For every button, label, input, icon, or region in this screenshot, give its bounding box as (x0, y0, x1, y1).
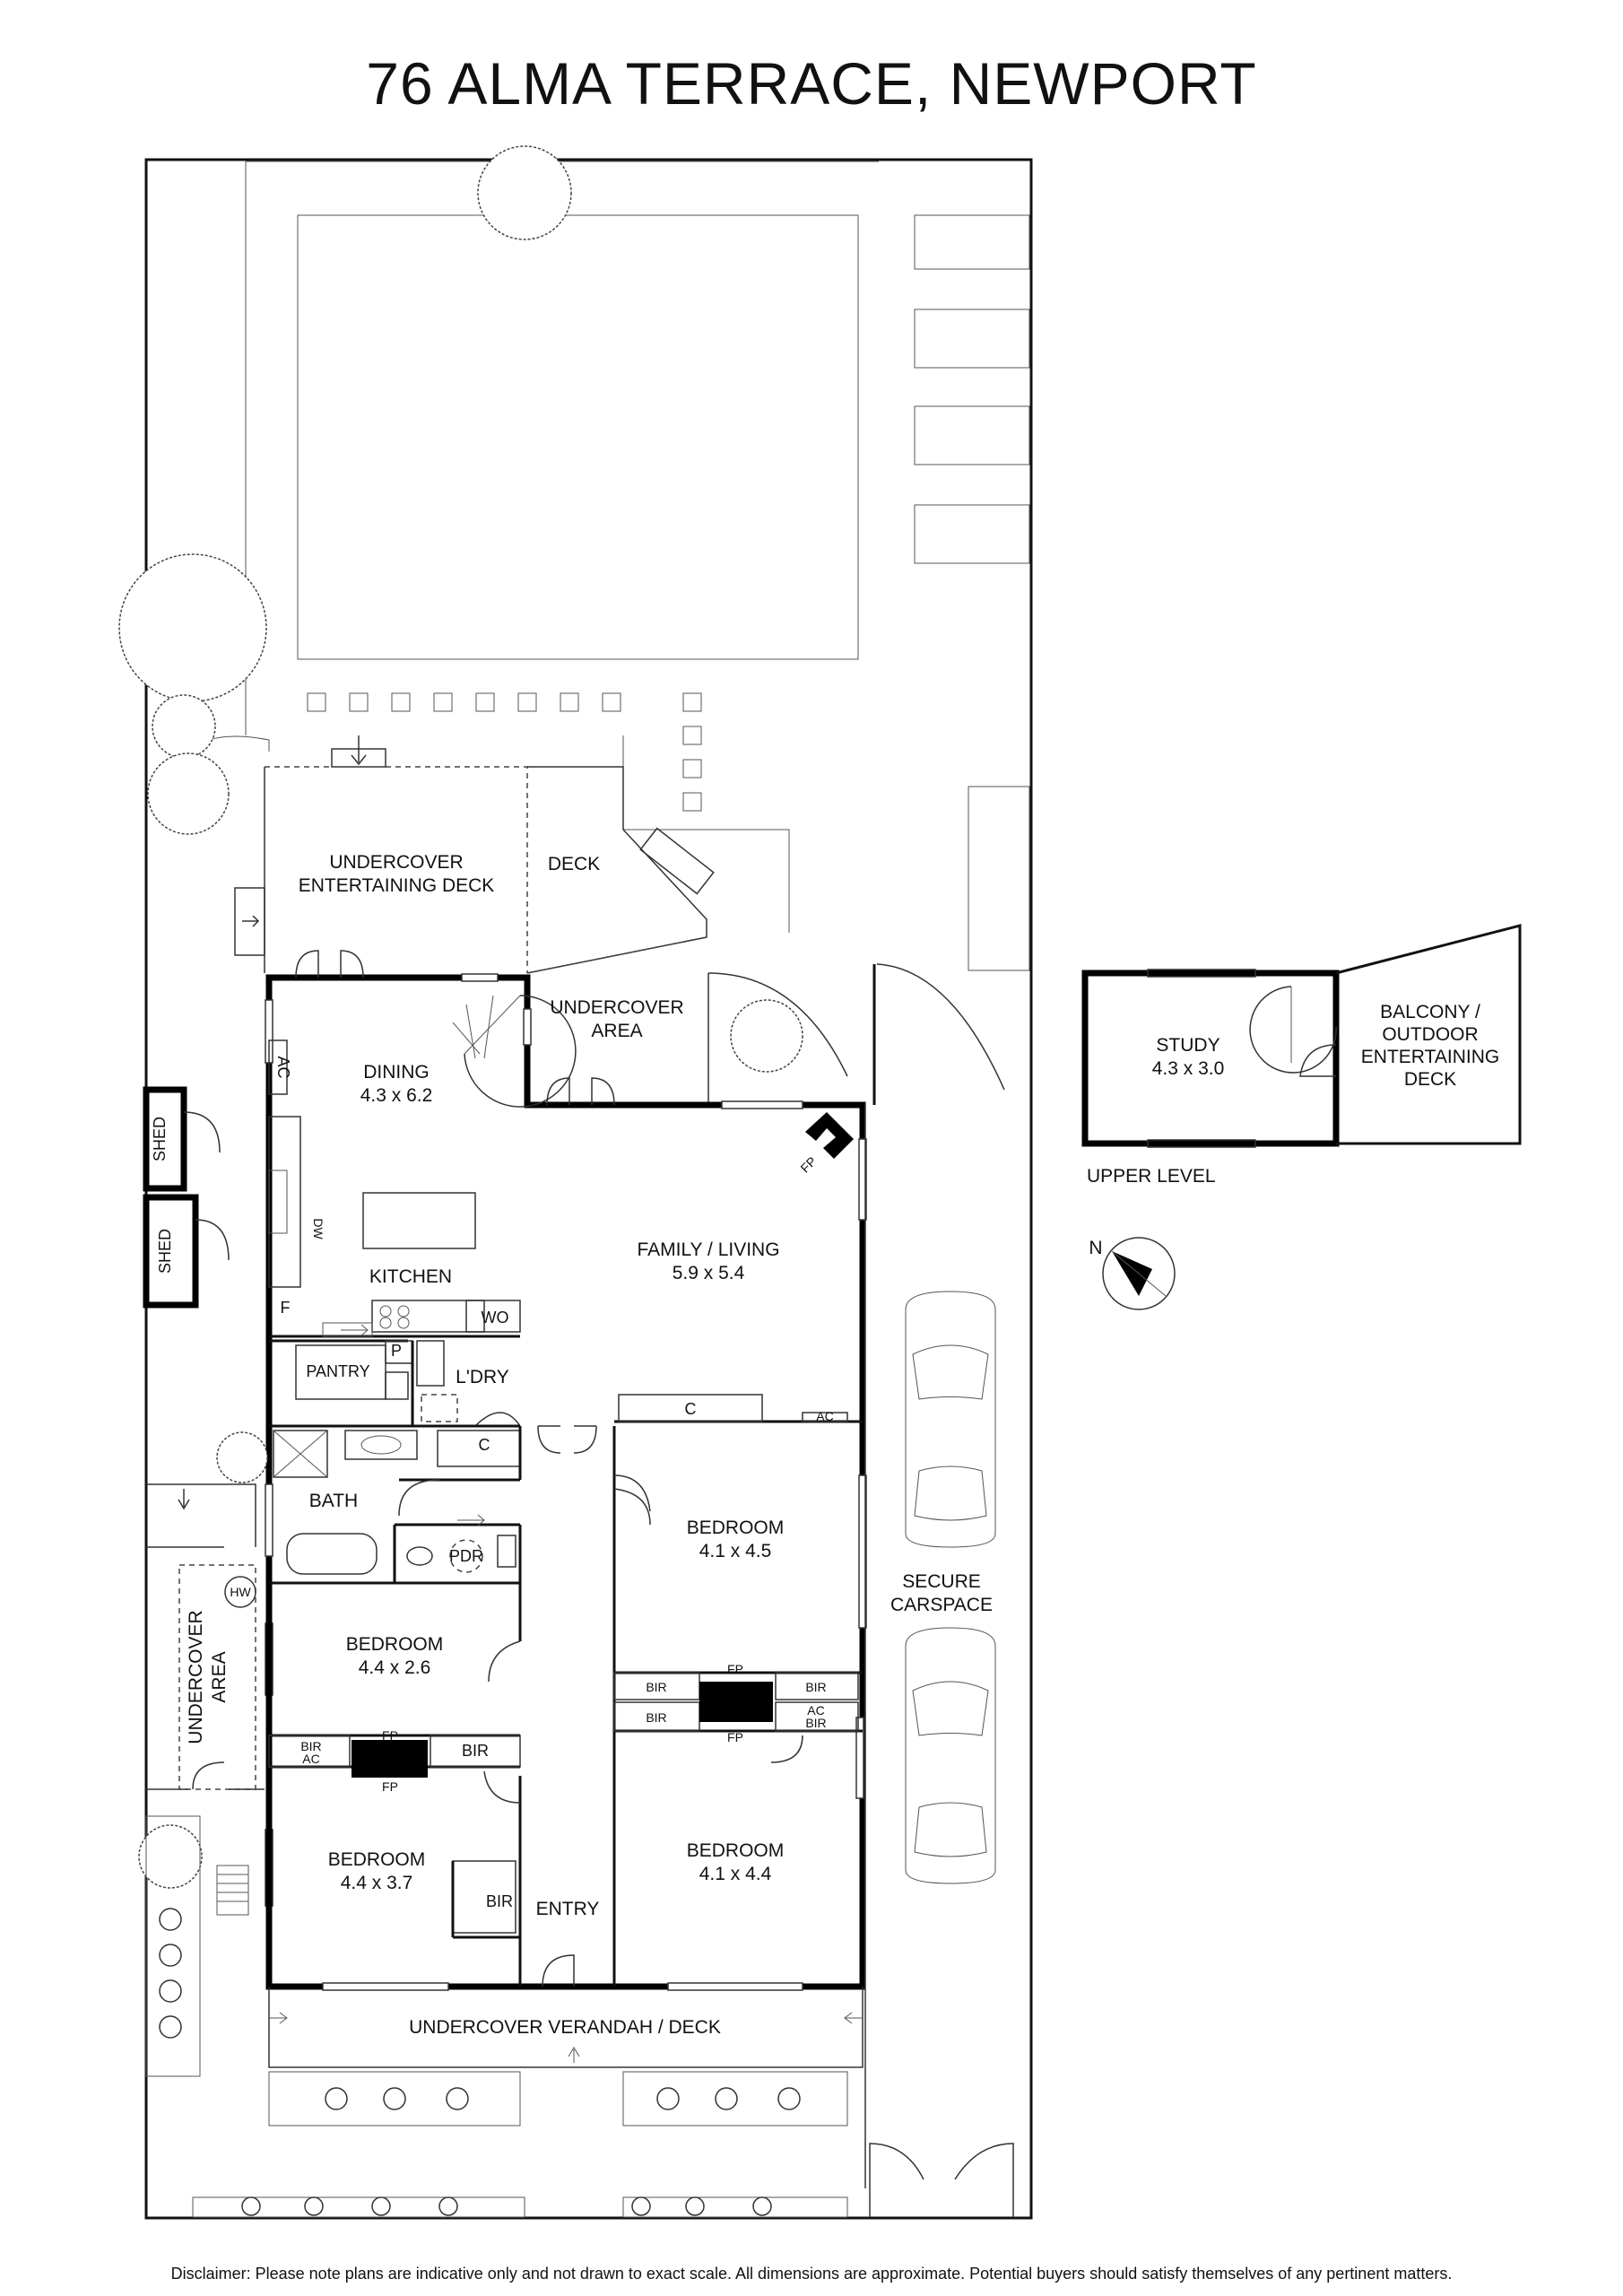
balcony-label: BALCONY / (1380, 1002, 1480, 1022)
pantry-shelf-label: P (391, 1342, 402, 1360)
bedroom-dimensions: 4.4 x 3.7 (341, 1873, 413, 1893)
balcony-label: DECK (1404, 1069, 1456, 1090)
side-garden-bed (968, 786, 1030, 971)
car-icon (905, 1627, 996, 1884)
undercover-area-label: UNDERCOVER (550, 997, 683, 1018)
upper-level-label: UPPER LEVEL (1087, 1166, 1216, 1187)
family-living-label: FAMILY / LIVING (637, 1239, 779, 1260)
shed (143, 1194, 199, 1309)
fireplace-label: FP (797, 1153, 819, 1175)
bedroom-label: BEDROOM (687, 1518, 785, 1538)
spiral-stair (452, 995, 577, 1108)
dishwasher-label: DW (311, 1218, 325, 1239)
dining-label: DINING (363, 1062, 430, 1083)
disclaimer: Disclaimer: Please note plans are indica… (170, 2265, 1453, 2283)
bath-label: BATH (309, 1491, 358, 1511)
bedroom-dimensions: 4.4 x 2.6 (359, 1657, 431, 1678)
carspace-label: CARSPACE (890, 1595, 993, 1615)
hot-water-label: HW (230, 1585, 251, 1599)
shrub-icon (152, 694, 216, 759)
study-dimensions: 4.3 x 3.0 (1152, 1058, 1225, 1079)
bir-label: BIR (300, 1739, 321, 1753)
ac-label: AC (816, 1409, 833, 1423)
deck-label: DECK (548, 854, 600, 874)
side-undercover-label: UNDERCOVER (186, 1610, 206, 1744)
kitchen-joinery (268, 1039, 521, 1338)
carspace (864, 963, 1005, 2188)
plan-title: 76 ALMA TERRACE, NEWPORT (366, 50, 1257, 117)
dining-dimensions: 4.3 x 6.2 (360, 1085, 433, 1106)
backyard (118, 145, 1030, 1889)
family-living-dimensions: 5.9 x 5.4 (673, 1263, 745, 1283)
bir-label: BIR (462, 1742, 489, 1760)
balcony-label: OUTDOOR (1382, 1024, 1478, 1045)
study-label: STUDY (1156, 1035, 1219, 1056)
powder-room-label: PDR (449, 1547, 483, 1565)
tree-icon (118, 553, 267, 702)
fireplace (805, 1112, 854, 1159)
west-bedrooms (265, 1583, 522, 1987)
shrub-icon (147, 752, 230, 835)
front-side-garden (145, 1815, 249, 2077)
undercover-deck-label: UNDERCOVER (329, 852, 463, 873)
ac-label: AC (274, 1056, 292, 1078)
cupboard-label: C (479, 1436, 490, 1454)
pantry-label: PANTRY (306, 1362, 369, 1380)
balcony-label: ENTERTAINING (1361, 1047, 1499, 1067)
compass-north-label: N (1089, 1238, 1102, 1258)
shrub-icon (138, 1824, 203, 1889)
tree-icon (477, 145, 572, 240)
ac-label: AC (807, 1703, 824, 1718)
cupboard-label: C (685, 1400, 697, 1418)
house-exterior-wall (265, 974, 866, 1990)
wall-oven-label: WO (482, 1309, 509, 1326)
laundry-label: L'DRY (456, 1367, 509, 1387)
kitchen-island (362, 1192, 476, 1249)
shrub-icon (730, 999, 803, 1073)
bir-label: BIR (646, 1710, 666, 1725)
front-door[interactable] (542, 1954, 575, 1987)
undercover-area-label: AREA (591, 1021, 642, 1041)
fireplace-label: FP (382, 1728, 398, 1743)
bedroom-label: BEDROOM (328, 1849, 426, 1870)
window (265, 973, 867, 1991)
bedroom-dimensions: 4.1 x 4.5 (699, 1541, 772, 1561)
car-icon (905, 1291, 996, 1548)
fireplace-label: FP (382, 1779, 398, 1794)
shed-label: SHED (151, 1117, 169, 1161)
bedroom-label: BEDROOM (687, 1840, 785, 1861)
shed (143, 1086, 187, 1192)
pantry-laundry (269, 1339, 521, 1428)
fridge-label: F (281, 1299, 291, 1317)
side-structures (143, 1086, 268, 1790)
side-undercover-label: AREA (209, 1651, 230, 1702)
front-verandah (192, 1987, 1014, 2218)
bir-label: BIR (805, 1716, 826, 1730)
kitchen-label: KITCHEN (369, 1266, 452, 1287)
bedroom-label: BEDROOM (346, 1634, 444, 1655)
undercover-deck-label: ENTERTAINING DECK (299, 875, 495, 896)
fireplace-label: FP (727, 1662, 743, 1676)
bir-label: BIR (486, 1892, 513, 1910)
carspace-label: SECURE (902, 1571, 981, 1592)
bedroom-dimensions: 4.1 x 4.4 (699, 1864, 772, 1884)
shed-label: SHED (156, 1229, 174, 1274)
verandah-label: UNDERCOVER VERANDAH / DECK (409, 2017, 721, 2038)
fireplace-label: FP (727, 1730, 743, 1744)
bir-label: BIR (646, 1680, 666, 1694)
ac-label: AC (302, 1752, 319, 1766)
upper-level-plan (1081, 924, 1522, 1148)
lawn (297, 214, 859, 660)
bir-label: BIR (805, 1680, 826, 1694)
compass-icon (1102, 1237, 1176, 1310)
east-bedrooms (613, 1394, 863, 1763)
rear-decks (234, 735, 848, 1103)
entry-label: ENTRY (536, 1899, 600, 1919)
